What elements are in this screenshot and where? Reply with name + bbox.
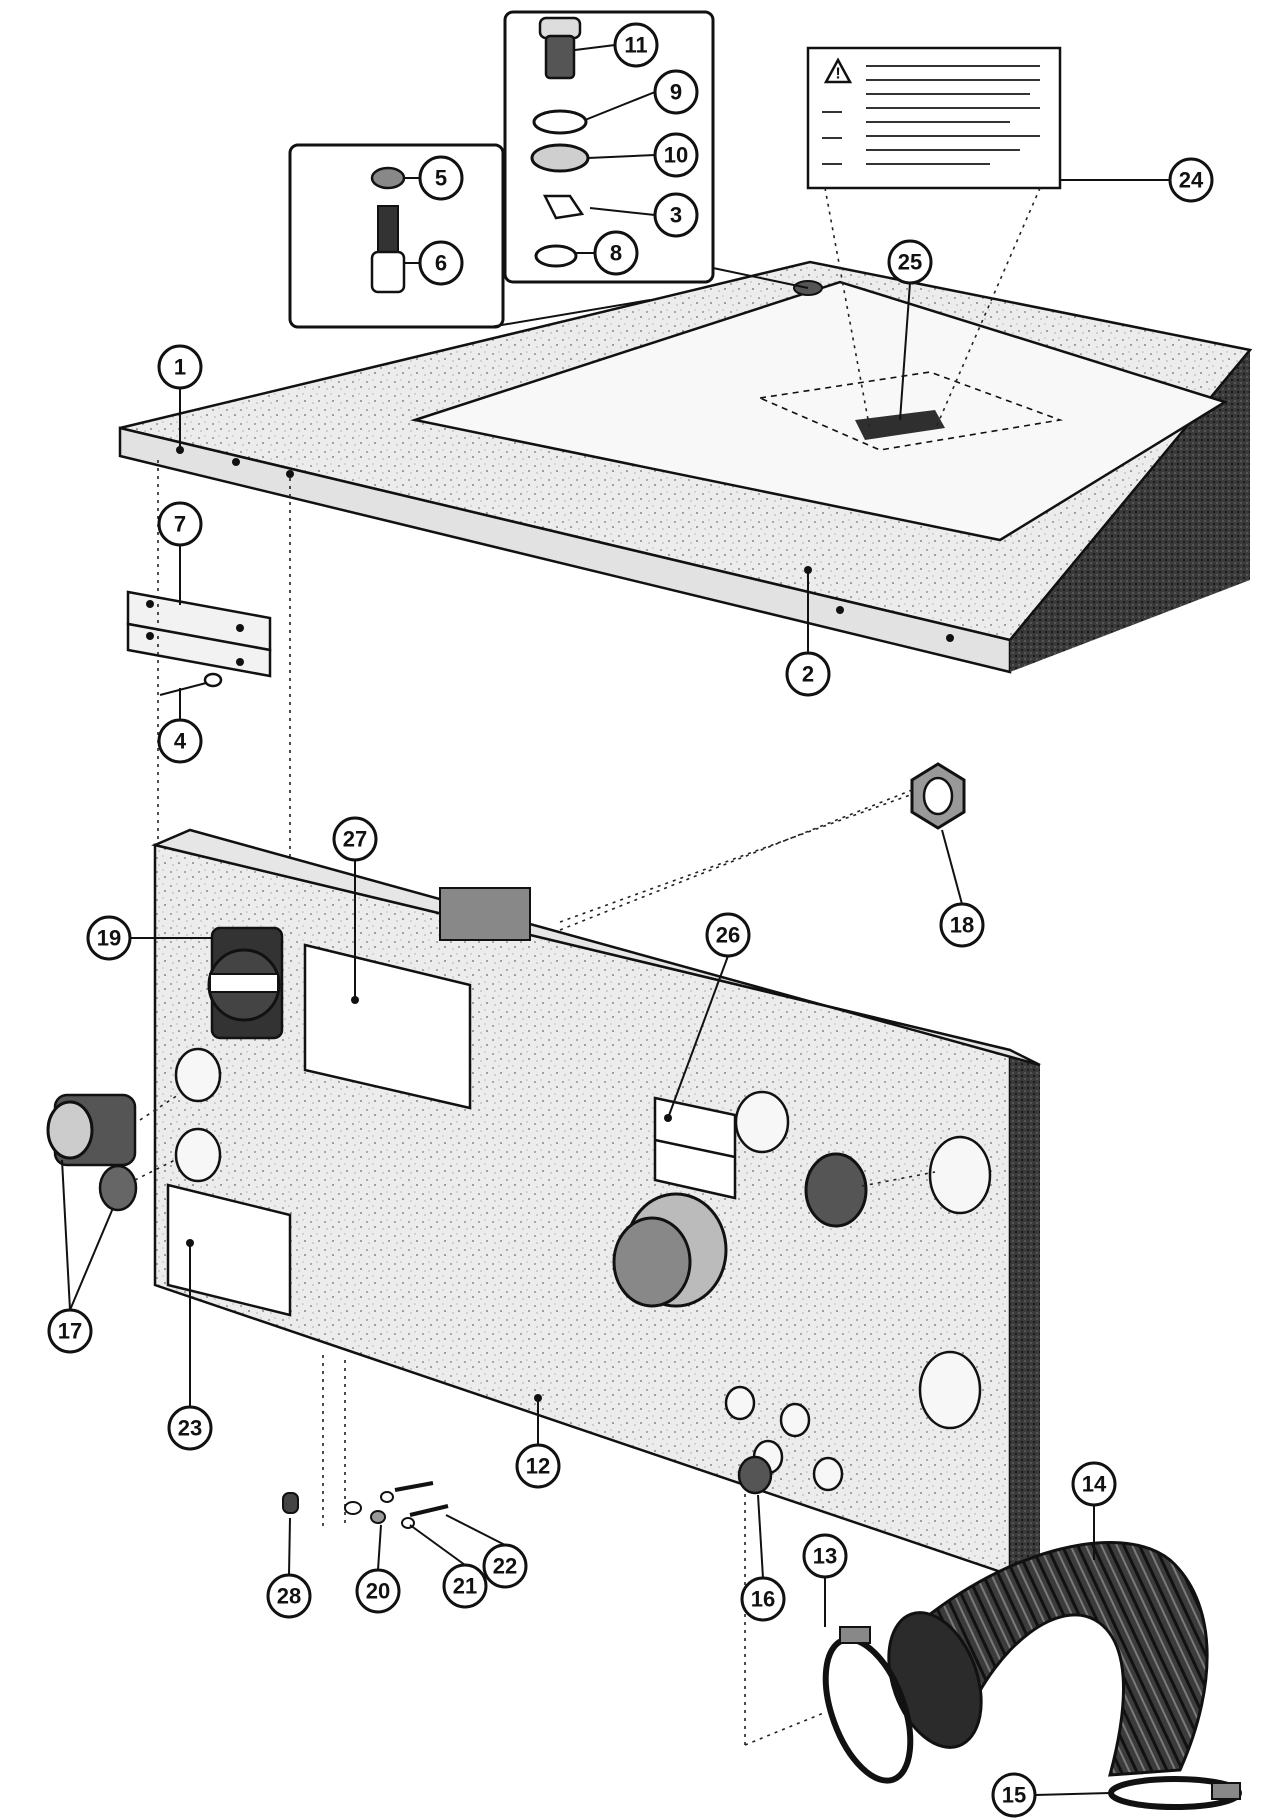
- main-panel-assembly: [151, 566, 1041, 1577]
- callout-2: 2: [785, 651, 831, 697]
- svg-text:10: 10: [664, 143, 688, 168]
- cable-gland-17: [46, 1093, 179, 1212]
- small-hardware: [282, 1455, 827, 1746]
- svg-text:28: 28: [277, 1584, 301, 1609]
- callout-11: 11: [613, 22, 659, 68]
- svg-text:14: 14: [1082, 1472, 1107, 1497]
- stud-parts-inset: [288, 143, 651, 329]
- callout-6: 6: [418, 240, 464, 286]
- callout-5: 5: [418, 155, 464, 201]
- callout-19: 19: [86, 915, 132, 961]
- callout-21: 21: [442, 1563, 488, 1609]
- top-cover-assembly: [118, 260, 1253, 674]
- svg-text:11: 11: [624, 33, 647, 58]
- hex-nut-18: [910, 762, 966, 830]
- svg-text:23: 23: [178, 1416, 202, 1441]
- callout-8: 8: [593, 230, 639, 276]
- callout-17: 17: [47, 1308, 93, 1354]
- svg-text:20: 20: [366, 1579, 390, 1604]
- callout-16: 16: [740, 1576, 786, 1622]
- svg-text:16: 16: [751, 1587, 775, 1612]
- callout-24: 24: [1168, 157, 1214, 203]
- callout-25: 25: [887, 239, 933, 285]
- callout-15: 15: [991, 1772, 1037, 1818]
- svg-text:27: 27: [343, 827, 367, 852]
- svg-text:13: 13: [813, 1544, 837, 1569]
- callout-10: 10: [653, 132, 699, 178]
- lock-parts-inset: [503, 10, 809, 289]
- svg-text:2: 2: [802, 662, 814, 687]
- leader-lines: [61, 44, 1170, 1796]
- svg-text:8: 8: [610, 241, 622, 266]
- svg-text:4: 4: [174, 729, 187, 754]
- warning-symbol-icon: !: [835, 66, 840, 83]
- callout-27: 27: [332, 816, 378, 862]
- callout-7: 7: [157, 501, 203, 547]
- callout-3: 3: [653, 192, 699, 238]
- svg-text:22: 22: [493, 1554, 517, 1579]
- svg-text:19: 19: [97, 926, 121, 951]
- svg-text:18: 18: [950, 913, 974, 938]
- svg-text:6: 6: [435, 251, 447, 276]
- exhaust-hose-assembly: [822, 1541, 1242, 1810]
- svg-text:9: 9: [670, 80, 682, 105]
- svg-text:26: 26: [716, 923, 740, 948]
- callout-28: 28: [266, 1573, 312, 1619]
- callout-1: 1: [157, 344, 203, 390]
- svg-text:25: 25: [898, 250, 922, 275]
- callout-4: 4: [157, 718, 203, 764]
- callout-12: 12: [515, 1443, 561, 1489]
- callout-22: 22: [482, 1543, 528, 1589]
- svg-text:17: 17: [58, 1319, 82, 1344]
- callout-20: 20: [355, 1568, 401, 1614]
- svg-text:1: 1: [174, 355, 186, 380]
- callout-18: 18: [939, 902, 985, 948]
- svg-text:5: 5: [435, 166, 447, 191]
- callout-23: 23: [167, 1405, 213, 1451]
- svg-text:21: 21: [453, 1574, 477, 1599]
- callout-26: 26: [705, 912, 751, 958]
- warning-label-24: !: [806, 46, 1062, 431]
- svg-text:15: 15: [1002, 1783, 1026, 1808]
- callout-9: 9: [653, 69, 699, 115]
- callout-13: 13: [802, 1533, 848, 1579]
- svg-text:7: 7: [174, 512, 186, 537]
- svg-text:3: 3: [670, 203, 682, 228]
- callout-14: 14: [1071, 1461, 1117, 1507]
- svg-text:12: 12: [526, 1454, 550, 1479]
- svg-text:24: 24: [1179, 168, 1204, 193]
- hinge-assembly: [126, 460, 291, 1070]
